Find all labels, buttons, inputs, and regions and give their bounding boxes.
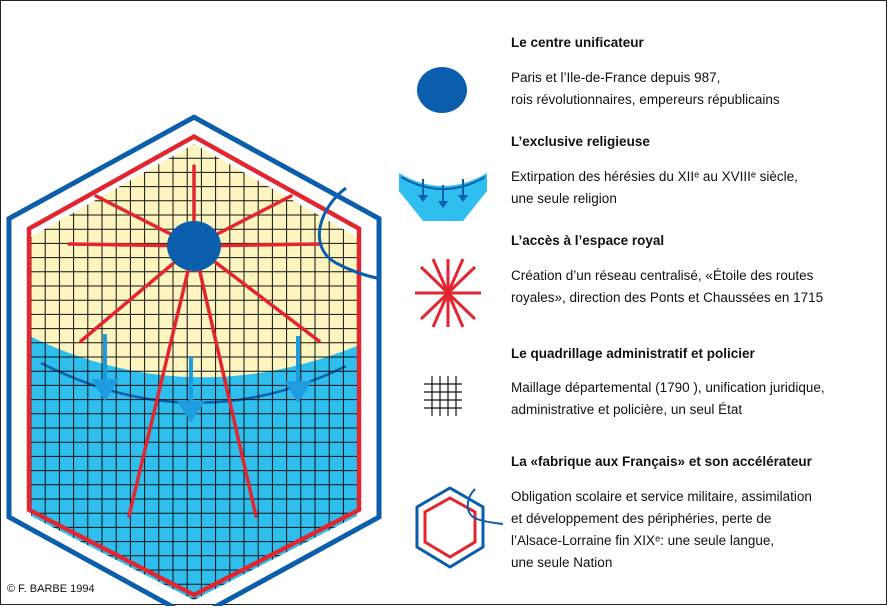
legend-line: administrative et policière, un seul Éta… [511, 402, 743, 417]
legend-line: une seule Nation [511, 555, 613, 570]
legend-title-fabric: La «fabrique aux Français» et son accélé… [511, 454, 812, 469]
france-hexagon-diagram [6, 114, 382, 606]
legend-title-center: Le centre unificateur [511, 35, 644, 50]
paris-center-circle [167, 221, 221, 271]
legend-line: Paris et l’Ile-de-France depuis 987, [511, 70, 721, 85]
legend-line: Extirpation des hérésies du XIIᵉ au XVII… [511, 169, 798, 184]
legend-line: et développement des périphéries, perte … [511, 511, 772, 526]
alsace-lorraine-curve [317, 186, 382, 281]
dark-blue-circle-icon [417, 67, 467, 113]
legend-line: Création d’un réseau centralisé, «Étoile… [511, 268, 814, 283]
blue-arrow-band-icon [399, 173, 487, 221]
legend-title-royal: L’accès à l’espace royal [511, 233, 665, 248]
legend-line: rois révolutionnaires, empereurs républi… [511, 92, 780, 107]
red-star-icon [415, 258, 481, 328]
legend-line: une seule religion [511, 191, 617, 206]
legend-text-royal: Création d’un réseau centralisé, «Étoile… [511, 265, 823, 309]
double-hexagon-icon [415, 486, 503, 569]
legend-title-religion: L’exclusive religieuse [511, 134, 650, 149]
legend-line: l’Alsace-Lorraine fin XIXᵉ: une seule la… [511, 533, 775, 548]
grid-icon [424, 376, 462, 416]
legend-text-religion: Extirpation des hérésies du XIIᵉ au XVII… [511, 166, 798, 210]
inner-red-hexagon [26, 134, 362, 598]
legend-line: Obligation scolaire et service militaire… [511, 489, 812, 504]
religion-arrows [91, 334, 312, 423]
legend-line: Maillage départemental (1790 ), unificat… [511, 380, 825, 395]
outer-blue-hexagon [6, 114, 382, 606]
legend-text-center: Paris et l’Ile-de-France depuis 987, roi… [511, 67, 780, 111]
copyright-notice: © F. BARBE 1994 [7, 583, 95, 595]
legend-title-grid: Le quadrillage administratif et policier [511, 346, 755, 361]
legend-text-grid: Maillage départemental (1790 ), unificat… [511, 377, 825, 421]
legend-line: royales», direction des Ponts et Chaussé… [511, 290, 824, 305]
legend-text-fabric: Obligation scolaire et service militaire… [511, 486, 812, 574]
